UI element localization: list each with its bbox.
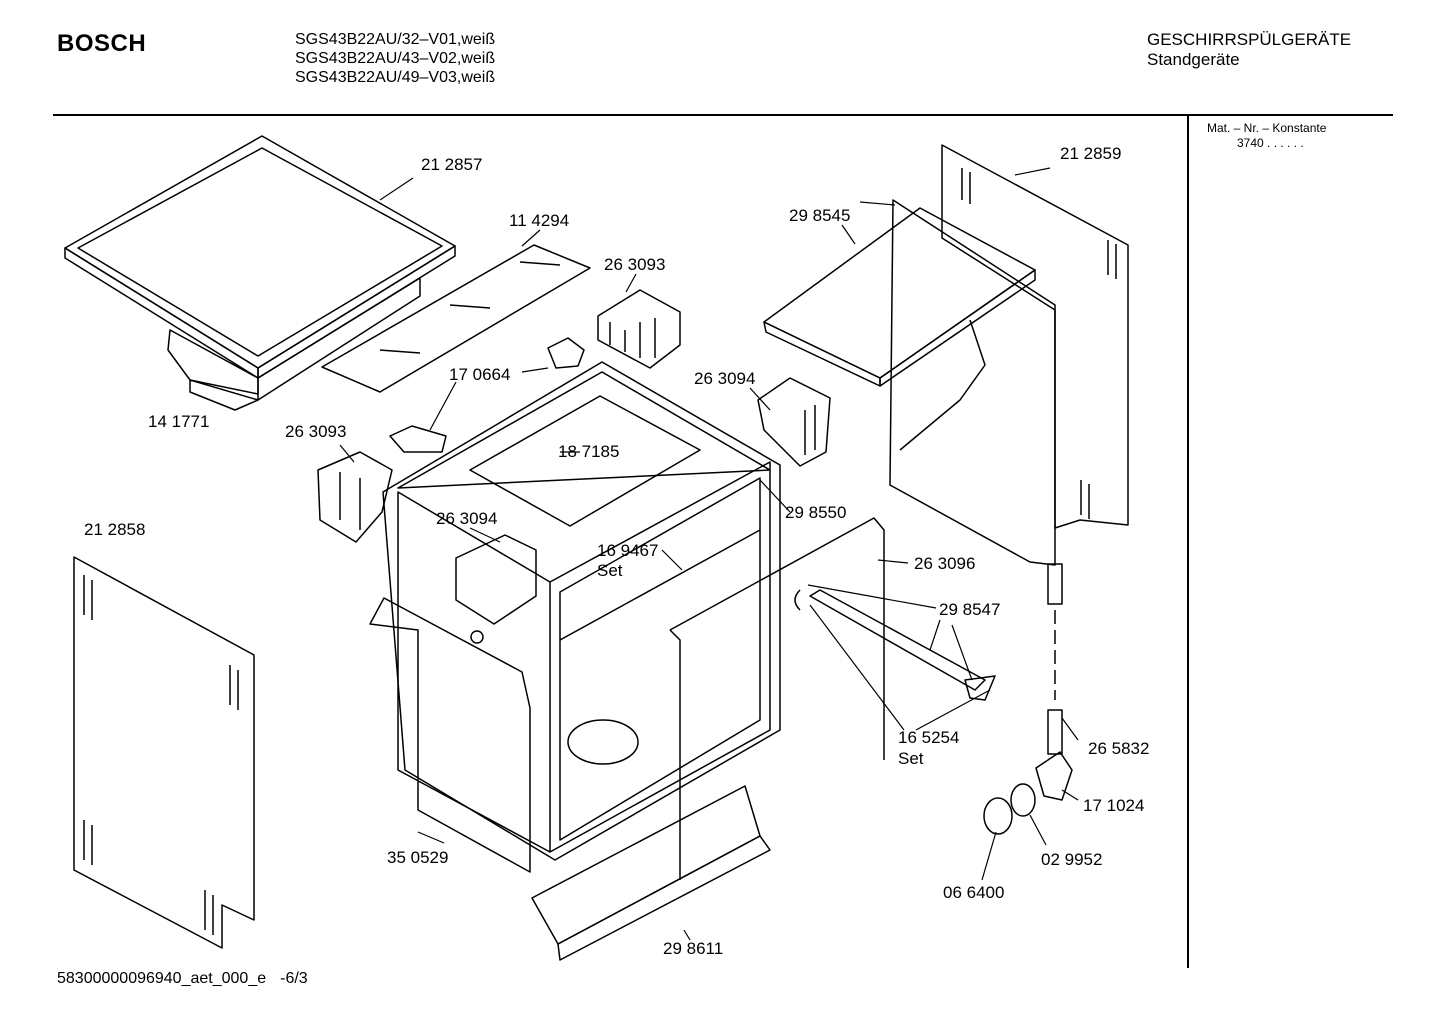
part-number-label: 29 8545 (789, 206, 850, 225)
material-constant-value: 3740 . . . . . . (1237, 136, 1304, 150)
part-number-label: 29 8611 (663, 939, 723, 958)
part-number-label: 16 9467 (597, 541, 658, 560)
part-set-label: Set (597, 561, 623, 580)
part-number-label: 26 5832 (1088, 739, 1149, 758)
part-number-label: 14 1771 (148, 412, 209, 431)
part-number-label: 26 3093 (285, 422, 346, 441)
page-number: -6/3 (280, 970, 308, 987)
header-divider (53, 114, 1393, 116)
part-number-label: 26 3093 (604, 255, 665, 274)
part-number-label: 29 8550 (785, 503, 846, 522)
footer: 58300000096940_aet_000_e -6/3 (57, 970, 308, 988)
part-number-label: 26 3094 (436, 509, 497, 528)
worktop-cover-drawing (64, 135, 456, 411)
side-panel: Mat. – Nr. – Konstante 3740 . . . . . . (1207, 121, 1326, 151)
bracket-top-drawing (597, 289, 681, 369)
drain-parts-drawing (983, 563, 1073, 835)
part-number-label: 11 4294 (509, 211, 569, 230)
part-number-label: 21 2857 (421, 155, 482, 174)
part-number-label: 18 7185 (558, 442, 619, 461)
side-panel-right-drawing (941, 144, 1129, 529)
door-seal-drawing (669, 517, 885, 880)
part-number-label: 17 0664 (449, 365, 510, 384)
part-number-label: 26 3096 (914, 554, 975, 573)
front-base-panel-drawing (369, 597, 531, 873)
model-line: SGS43B22AU/49–V03,weiß (295, 69, 496, 86)
part-labels: 21 2857 11 4294 26 3093 17 0664 14 1771 … (84, 144, 1149, 958)
side-panel-left-drawing (73, 556, 255, 949)
model-line: SGS43B22AU/32–V01,weiß (295, 31, 496, 48)
part-set-label: Set (898, 749, 924, 768)
part-number-label: 16 5254 (898, 728, 959, 747)
base-profile-drawing (531, 785, 771, 961)
model-line: SGS43B22AU/43–V02,weiß (295, 50, 496, 67)
material-constant-label: Mat. – Nr. – Konstante (1207, 121, 1327, 135)
category-title: GESCHIRRSPÜLGERÄTE (1147, 30, 1352, 49)
bracket-left-drawing (317, 451, 393, 543)
model-list: SGS43B22AU/32–V01,weiß SGS43B22AU/43–V02… (295, 30, 495, 87)
part-number-label: 21 2858 (84, 520, 145, 539)
part-number-label: 35 0529 (387, 848, 448, 867)
clip-inner-drawing (455, 534, 537, 644)
category-subtitle: Standgeräte (1147, 50, 1240, 69)
part-number-label: 17 1024 (1083, 796, 1144, 815)
leader-lines (339, 167, 1079, 941)
hinge-plates-drawing (389, 337, 585, 453)
clip-right-drawing (757, 377, 831, 467)
part-number-label: 29 8547 (939, 600, 1000, 619)
document-id: 58300000096940_aet_000_e (57, 970, 267, 987)
part-number-label: 02 9952 (1041, 850, 1102, 869)
rail-drawing (794, 589, 996, 701)
insulation-mat-drawing (321, 244, 591, 393)
brand-logo: BOSCH (57, 30, 147, 57)
category-block: GESCHIRRSPÜLGERÄTE Standgeräte (1147, 30, 1351, 70)
tub-drawing (382, 361, 781, 861)
part-number-label: 06 6400 (943, 883, 1004, 902)
rear-panel-drawing (763, 199, 1056, 566)
side-panel-divider (1187, 116, 1189, 968)
part-number-label: 21 2859 (1060, 144, 1121, 163)
part-number-label: 26 3094 (694, 369, 755, 388)
